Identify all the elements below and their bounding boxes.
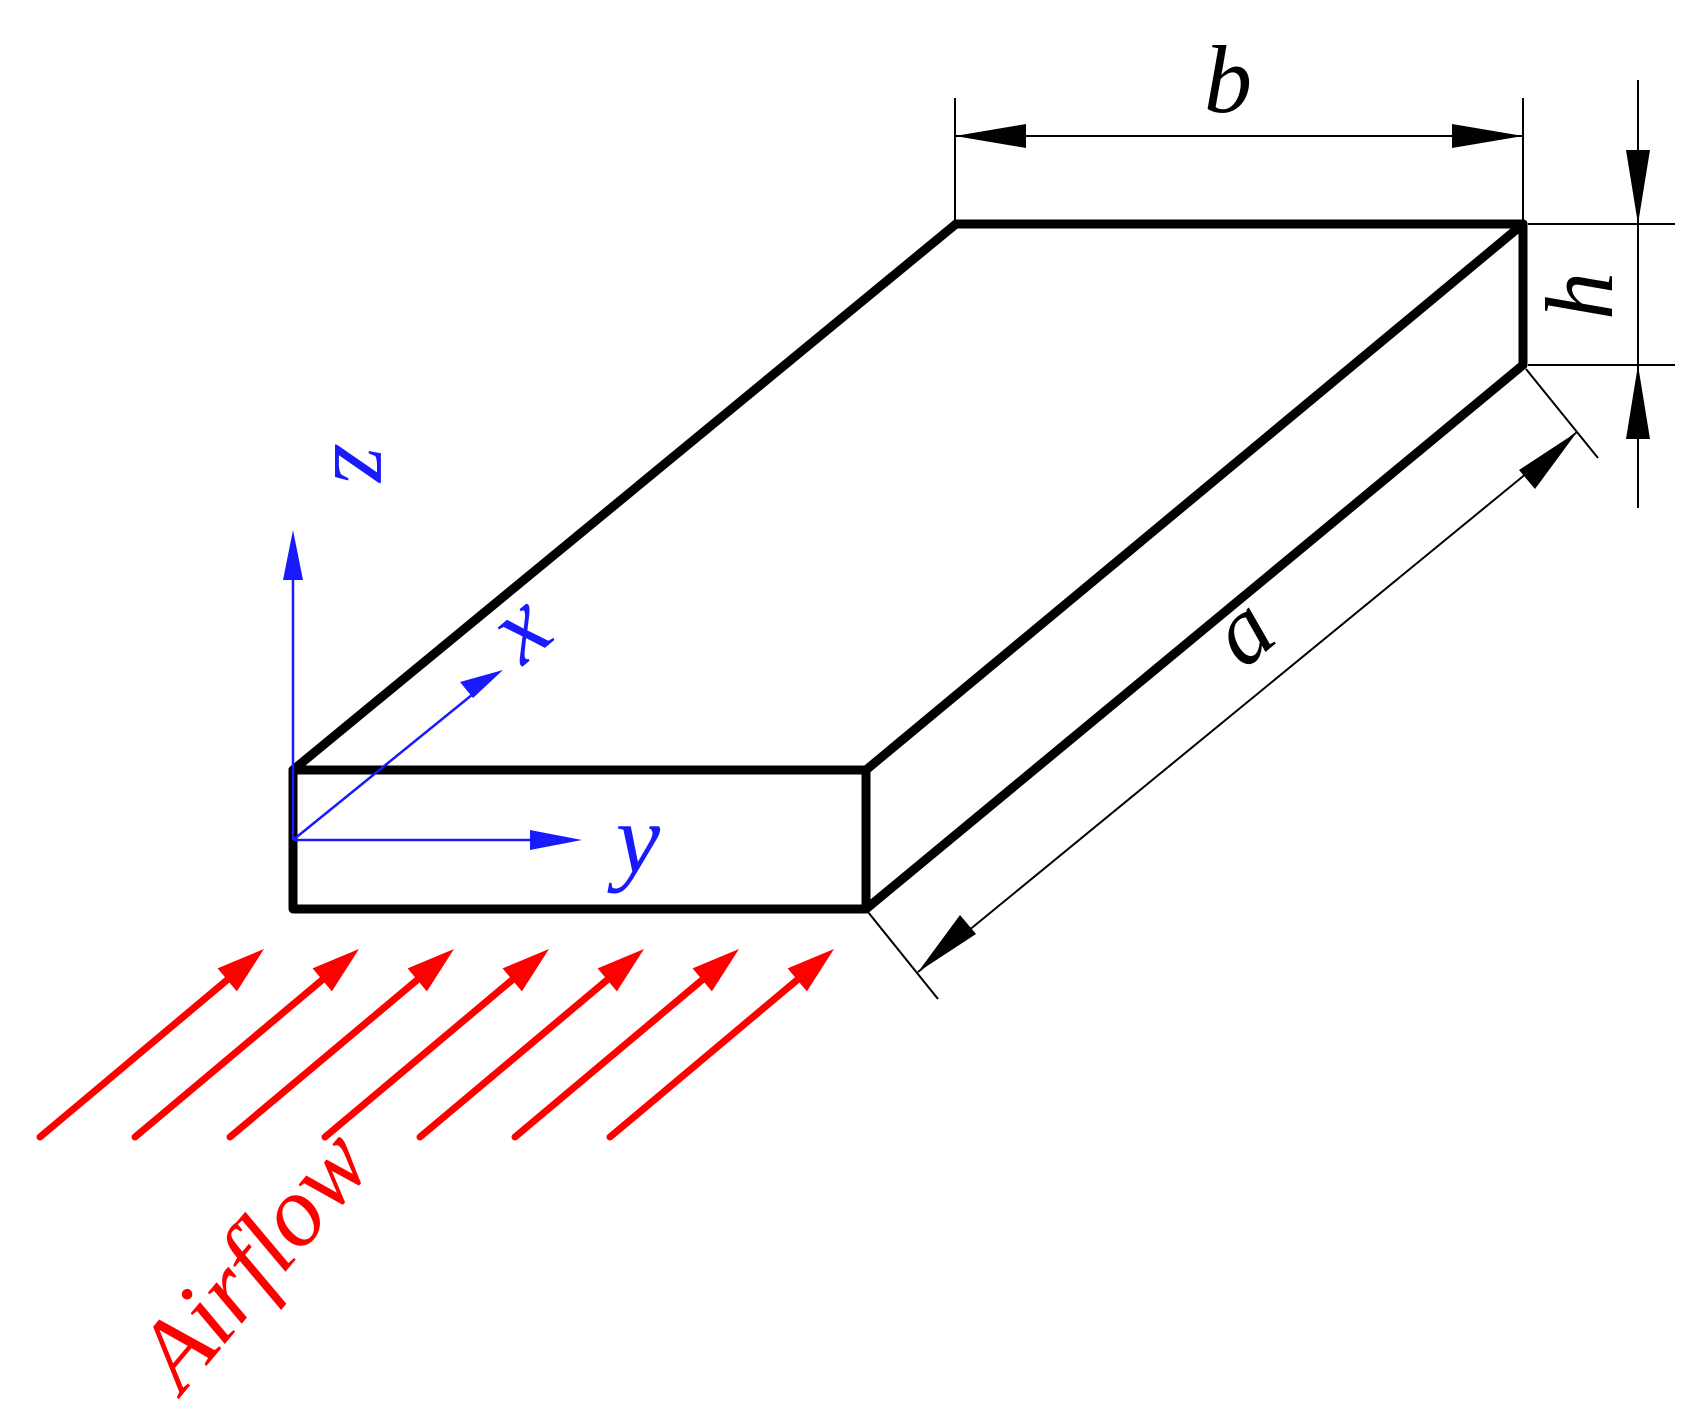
dimension-b [954,98,1524,220]
airflow-arrow-shaft [606,973,804,1141]
airflow-arrow-head [597,949,644,992]
x-axis-line [292,689,479,841]
arrowhead-b-left [955,124,1026,148]
x-axis-arrowhead [460,670,503,698]
airflow-arrow-head [692,949,739,992]
extension-line-a-front [867,911,939,1000]
airflow-arrow-head [502,949,549,992]
airflow-arrows [36,949,834,1141]
dimension-label-h: h [1526,272,1633,320]
z-axis-arrowhead [283,530,303,580]
airflow-arrow-head [787,949,834,992]
arrowhead-h-top [1626,150,1650,224]
dimension-label-b: b [1204,26,1252,133]
airflow-arrow-shaft [131,973,329,1141]
top-right-edge [861,219,1528,775]
extension-line-a-back [1525,368,1599,459]
axis-label-y: y [607,783,661,894]
bottom-right-edge [861,360,1528,914]
top-left-edge [288,219,961,775]
airflow-arrow-shaft [36,973,234,1141]
arrowhead-b-right [1452,124,1523,148]
y-axis-arrowhead [530,830,582,850]
airflow-arrow-shaft [416,973,614,1141]
arrowhead-a-back [1519,432,1577,489]
axis-label-z: z [313,444,424,485]
airflow-arrow-head [312,949,359,992]
arrowhead-a-front [918,915,976,972]
airflow-arrow-shaft [511,973,709,1141]
dimension-line-a [917,431,1578,973]
airflow-arrow-shaft [226,973,424,1141]
airflow-label: Airflow [110,1108,392,1414]
arrowhead-h-bottom [1626,365,1650,439]
airflow-arrow-head [217,949,264,992]
dimension-a [867,368,1599,1000]
coordinate-axes [291,578,545,842]
airflow-arrow-head [407,949,454,992]
plate-outline [288,219,1528,914]
airflow-arrow-shaft [321,973,519,1141]
